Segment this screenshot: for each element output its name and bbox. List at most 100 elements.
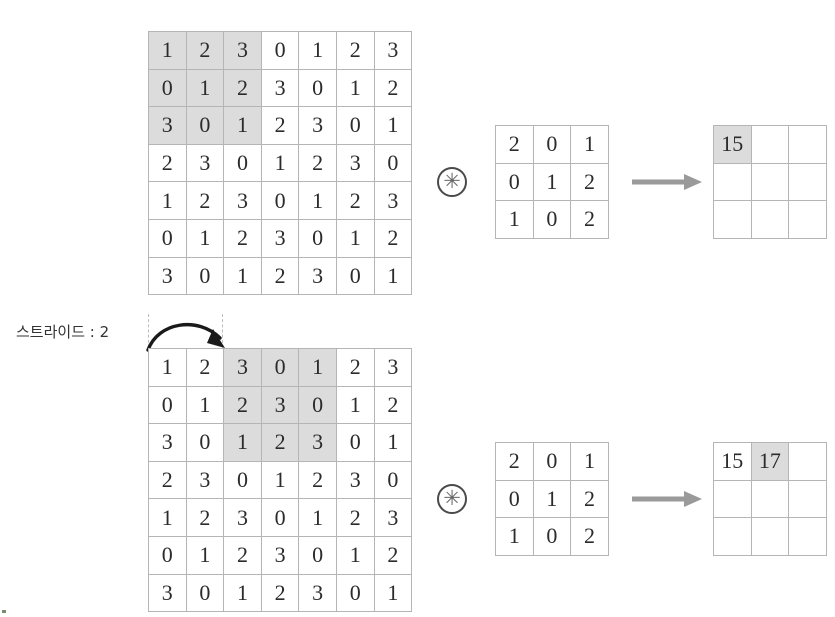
matrix-cell: 1: [374, 574, 412, 612]
matrix-cell: 0: [374, 144, 412, 182]
matrix-cell: 3: [149, 107, 186, 144]
matrix-cell: 1: [186, 386, 224, 424]
matrix-cell: 3: [299, 574, 336, 612]
matrix-cell: 0: [533, 518, 571, 555]
matrix-cell: 3: [186, 144, 224, 182]
matrix-cell: 3: [261, 219, 299, 257]
matrix-cell: [789, 201, 826, 238]
matrix-cell: 1: [336, 219, 374, 257]
matrix-cell: 2: [374, 219, 412, 257]
matrix-cell: 2: [299, 144, 336, 182]
matrix-cell: 3: [261, 69, 299, 107]
matrix-cell: 1: [224, 257, 261, 295]
matrix-cell: 2: [496, 126, 533, 163]
matrix-cell: 1: [149, 499, 186, 536]
matrix-cell: 1: [374, 107, 412, 144]
matrix-cell: 1: [224, 574, 261, 612]
matrix-cell: 1: [186, 219, 224, 257]
matrix-cell: 2: [224, 386, 261, 424]
output-matrix-top: 15: [713, 125, 827, 239]
matrix-cell: 2: [186, 182, 224, 219]
matrix-cell: 1: [496, 201, 533, 238]
matrix-cell: 1: [224, 107, 261, 144]
matrix-cell: 3: [374, 499, 412, 536]
matrix-cell: 1: [336, 386, 374, 424]
matrix-cell: 1: [571, 126, 608, 163]
matrix-cell: 0: [533, 443, 571, 480]
matrix-cell: 0: [224, 144, 261, 182]
matrix-cell: 3: [336, 144, 374, 182]
matrix-cell: [714, 518, 751, 555]
matrix-cell: 2: [149, 461, 186, 499]
matrix-cell: 1: [299, 182, 336, 219]
matrix-cell: [789, 518, 826, 555]
matrix-cell: 2: [261, 257, 299, 295]
matrix-cell: 2: [571, 201, 608, 238]
matrix-cell: 3: [374, 32, 412, 69]
matrix-cell: 3: [224, 499, 261, 536]
matrix-cell: 3: [149, 257, 186, 295]
matrix-cell: 1: [299, 32, 336, 69]
matrix-cell: 1: [496, 518, 533, 555]
matrix-cell: 3: [149, 424, 186, 461]
matrix-cell: 17: [751, 443, 789, 480]
convolution-operator-icon: ✳: [437, 167, 467, 197]
matrix-cell: 1: [374, 424, 412, 461]
matrix-cell: 0: [186, 574, 224, 612]
matrix-cell: 2: [374, 386, 412, 424]
matrix-cell: 1: [149, 32, 186, 69]
matrix-cell: 0: [299, 219, 336, 257]
matrix-cell: [751, 518, 789, 555]
matrix-cell: 2: [571, 518, 608, 555]
matrix-cell: [751, 201, 789, 238]
matrix-cell: 2: [336, 32, 374, 69]
matrix-cell: 1: [533, 480, 571, 518]
matrix-cell: 0: [149, 69, 186, 107]
stride-curved-arrow-icon: [146, 323, 225, 352]
matrix-cell: 2: [261, 107, 299, 144]
matrix-cell: 1: [571, 443, 608, 480]
matrix-cell: 0: [261, 182, 299, 219]
matrix-cell: 2: [374, 69, 412, 107]
matrix-cell: 3: [224, 182, 261, 219]
matrix-cell: 0: [496, 480, 533, 518]
matrix-cell: 1: [299, 349, 336, 386]
matrix-cell: 1: [149, 182, 186, 219]
matrix-cell: [751, 163, 789, 201]
matrix-cell: 0: [261, 349, 299, 386]
matrix-cell: 2: [261, 424, 299, 461]
matrix-cell: 3: [299, 424, 336, 461]
corner-artifact: [2, 610, 6, 613]
matrix-cell: 1: [533, 163, 571, 201]
matrix-cell: 3: [149, 574, 186, 612]
matrix-cell: 3: [299, 257, 336, 295]
matrix-cell: 2: [224, 219, 261, 257]
matrix-cell: 2: [571, 480, 608, 518]
stride-label: 스트라이드 : 2: [16, 323, 110, 341]
matrix-cell: [714, 480, 751, 518]
matrix-cell: 3: [374, 349, 412, 386]
matrix-cell: 0: [533, 201, 571, 238]
matrix-cell: 0: [149, 219, 186, 257]
matrix-cell: 2: [224, 536, 261, 574]
matrix-cell: 2: [186, 32, 224, 69]
convolution-operator-glyph: ✳: [443, 168, 461, 193]
matrix-cell: [789, 443, 826, 480]
stride-guide-line-end: [222, 314, 223, 348]
matrix-cell: 1: [261, 144, 299, 182]
result-arrow-icon: [632, 491, 702, 507]
matrix-cell: 1: [374, 257, 412, 295]
matrix-cell: 15: [714, 443, 751, 480]
matrix-cell: 0: [336, 424, 374, 461]
matrix-cell: 2: [571, 163, 608, 201]
matrix-cell: 0: [496, 163, 533, 201]
matrix-cell: 3: [299, 107, 336, 144]
convolution-operator-icon: ✳: [437, 484, 467, 514]
matrix-cell: 2: [496, 443, 533, 480]
matrix-cell: 0: [299, 386, 336, 424]
matrix-cell: 0: [299, 69, 336, 107]
convolution-operator-glyph: ✳: [443, 485, 461, 510]
matrix-cell: 3: [374, 182, 412, 219]
matrix-cell: 2: [336, 349, 374, 386]
